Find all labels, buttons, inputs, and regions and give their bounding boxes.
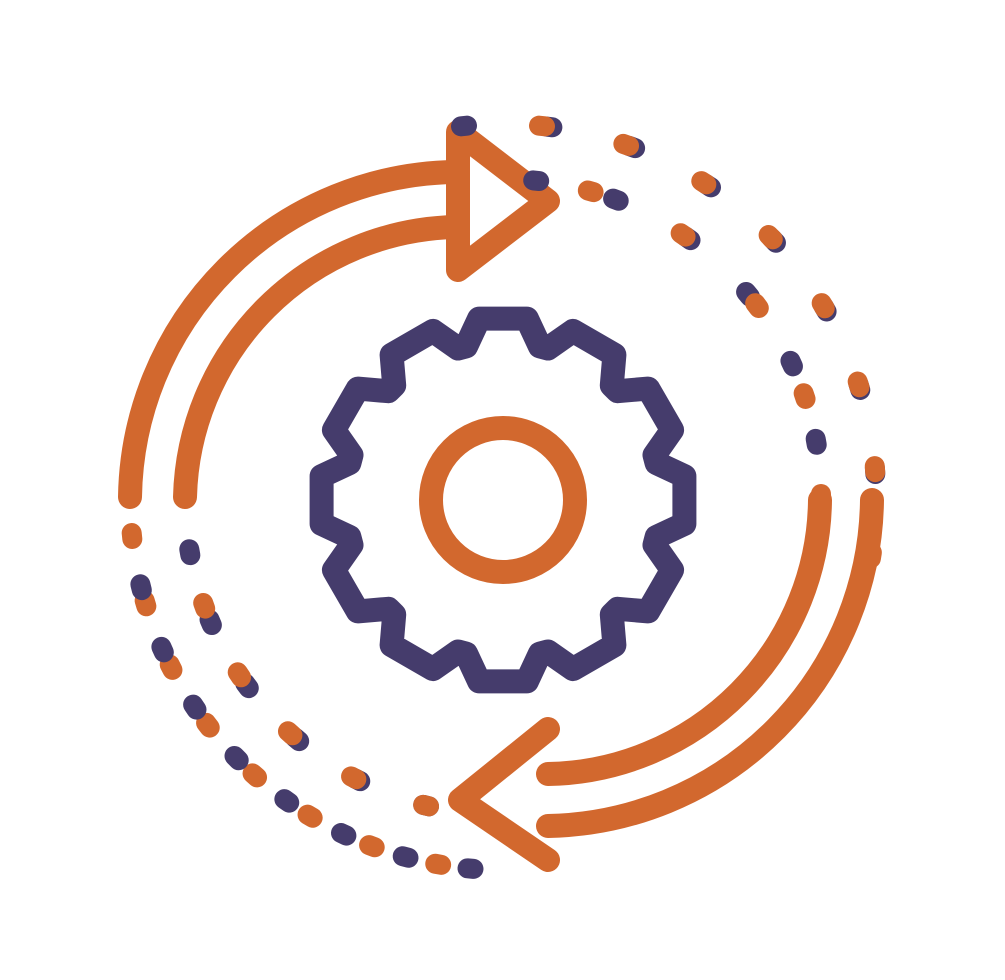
outer-orange-dot <box>359 835 385 858</box>
inner-purple-dot <box>179 539 201 566</box>
outer-orange-dot <box>864 456 886 483</box>
bottom-arc-outer <box>536 488 884 838</box>
bottom-arc-inner <box>536 488 832 786</box>
inner-orange-dot <box>577 180 604 203</box>
outer-purple-dot <box>330 823 357 846</box>
gear-hole <box>419 416 587 584</box>
outer-orange-dot <box>847 371 870 398</box>
inner-purple-dot <box>805 428 827 455</box>
inner-orange-dot <box>277 721 303 746</box>
inner-purple-dot <box>603 188 629 211</box>
inner-orange-dot <box>341 766 367 790</box>
top-arrow-arc <box>118 120 560 509</box>
outer-orange-dot <box>242 763 268 788</box>
inner-orange-dot <box>811 484 831 510</box>
outer-orange-dot <box>529 115 555 137</box>
outer-purple-dot <box>451 115 477 137</box>
inner-purple-dot <box>780 350 803 377</box>
outer-purple-dot <box>457 858 484 879</box>
outer-orange-dot <box>860 542 882 569</box>
outer-orange-dot <box>121 523 143 549</box>
outer-orange-dot <box>613 133 640 156</box>
dotted-arc-bottom-left <box>121 523 484 879</box>
inner-orange-dot <box>193 592 216 619</box>
outer-purple-dot <box>130 574 152 601</box>
top-arc-outer <box>118 160 467 509</box>
top-arc-inner <box>173 215 467 509</box>
outer-orange-dot <box>758 225 783 250</box>
inner-orange-dot <box>413 794 440 817</box>
outer-orange-dot <box>196 712 220 738</box>
inner-orange-dot <box>227 662 252 688</box>
gear-icon <box>309 306 697 694</box>
outer-purple-dot <box>224 745 249 771</box>
inner-orange-dot <box>793 383 816 409</box>
outer-purple-dot <box>151 636 174 663</box>
inner-orange-dot <box>670 223 696 247</box>
bottom-arrowhead-icon <box>448 717 560 872</box>
outer-purple-dot <box>183 694 207 720</box>
outer-orange-dot <box>425 853 452 875</box>
dotted-arc-top-right <box>451 115 886 569</box>
inner-orange-dot <box>745 293 769 318</box>
bottom-arrow-arc <box>448 488 884 872</box>
outer-purple-dot <box>274 789 300 813</box>
outer-orange-dot <box>811 293 835 319</box>
top-arrowhead-icon <box>446 120 560 282</box>
outer-orange-dot <box>691 171 717 195</box>
inner-purple-dot <box>523 170 550 192</box>
outer-purple-dot <box>392 846 419 868</box>
gear-outline <box>309 306 697 694</box>
outer-orange-dot <box>297 804 323 828</box>
